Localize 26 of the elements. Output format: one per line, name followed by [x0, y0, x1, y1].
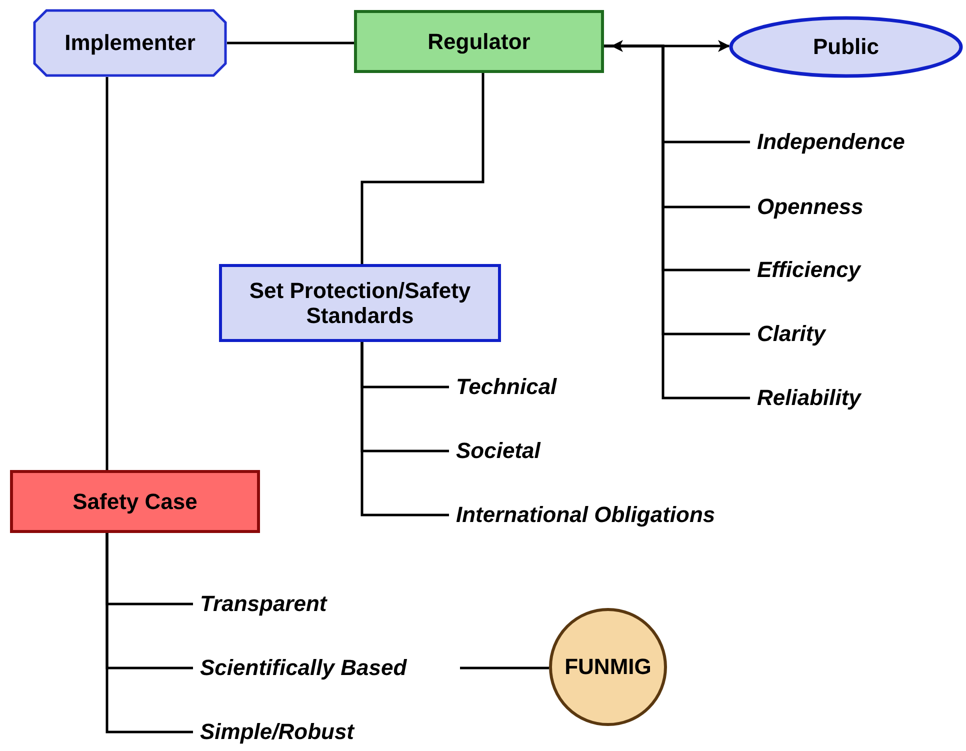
node-label: Public	[812, 34, 879, 60]
safety-case-box: Safety Case	[10, 470, 260, 533]
criterion-label: Independence	[757, 127, 905, 157]
connector-line	[360, 342, 449, 516]
criterion-label: Technical	[456, 372, 557, 402]
standards-box: Set Protection/Safety Standards	[219, 264, 501, 342]
criterion-label: Societal	[456, 436, 540, 466]
stakeholder-ellipse	[729, 16, 963, 78]
regulator-box: Regulator	[354, 10, 604, 73]
node-label: Implementer	[64, 30, 196, 56]
criterion-label: Transparent	[200, 589, 327, 619]
criterion-label: Openness	[757, 192, 864, 222]
connector-line	[604, 44, 750, 400]
connector-line	[106, 533, 193, 734]
criterion-label: Scientifically Based	[200, 653, 407, 683]
criterion-label: Clarity	[757, 319, 826, 349]
criterion-label: International Obligations	[456, 500, 716, 530]
project-circle: FUNMIG	[549, 608, 667, 726]
arrow	[611, 40, 730, 52]
connector-line	[360, 73, 484, 264]
connector-line	[227, 42, 354, 44]
criterion-label: Efficiency	[757, 255, 861, 285]
criterion-label: Simple/Robust	[200, 717, 354, 747]
connector-line	[460, 666, 549, 670]
connector-line	[106, 77, 108, 470]
criterion-label: Reliability	[757, 383, 861, 413]
